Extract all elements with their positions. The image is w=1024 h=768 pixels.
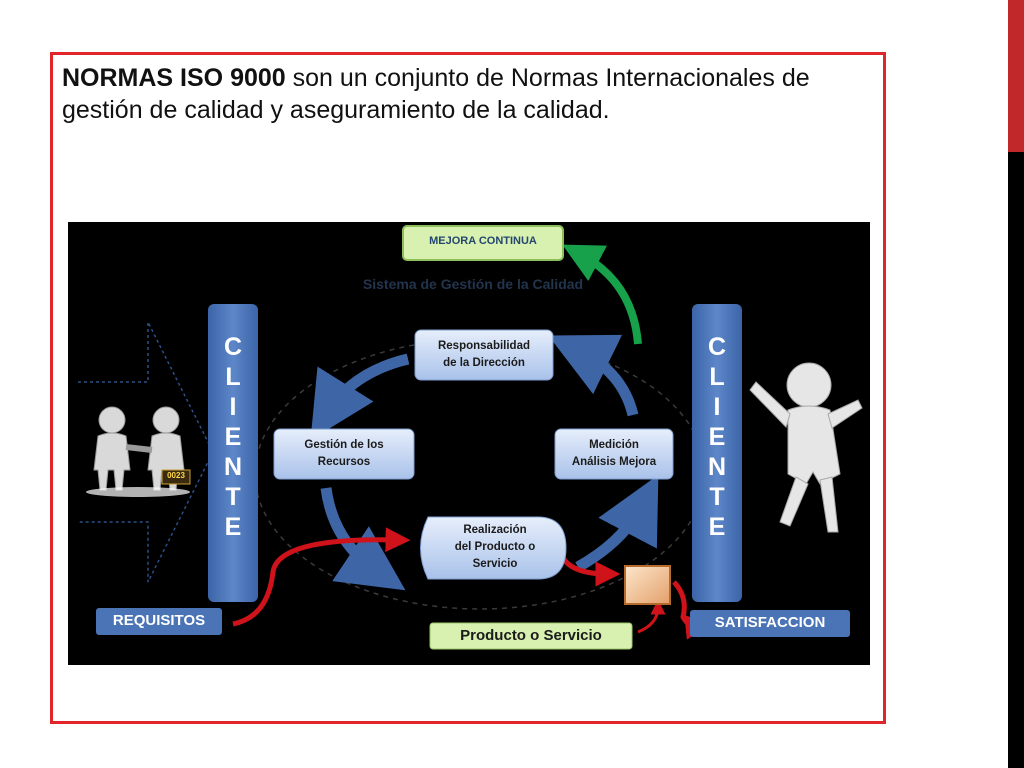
arrow-to-mejora [562,244,642,345]
credit-card-icon [161,469,191,485]
cliente-right-i: I [713,393,721,421]
realizacion-line-2: del Producto o [454,541,536,553]
arrow-requisitos-to-realizacion [232,527,411,627]
responsabilidad-line-2: de la Dirección [443,357,525,369]
cliente-right-t: T [709,483,725,511]
responsabilidad-label: Responsabilidad de la Dirección [415,338,553,372]
responsabilidad-line-1: Responsabilidad [437,340,531,352]
realizacion-box [420,516,567,580]
product-cube [624,565,671,605]
arrow-label-to-producto [637,599,666,634]
cliente-left-c: C [223,333,243,361]
cliente-right-l: L [709,363,725,391]
cliente-left-t: T [225,483,241,511]
intro-bold: NORMAS ISO 9000 [62,64,286,92]
gestion-box [273,428,415,480]
medicion-line-1: Medición [589,439,639,451]
arrow-resp-to-gestion [310,353,410,440]
credit-card-text: 0023 [167,471,185,480]
responsabilidad-box [414,329,554,381]
producto-box [429,622,633,650]
gestion-line-2: Recursos [317,456,371,468]
intro-text: NORMAS ISO 9000 son un conjunto de Norma… [62,62,882,126]
diagram-svg [78,225,863,650]
satisfaccion-box [690,610,850,637]
intro-rest: son un conjunto de Normas Internacionale… [62,64,810,124]
iso-diagram: MEJORA CONTINUA Sistema de Gestión de la… [68,222,870,665]
content-frame [50,52,886,724]
satisfaccion-label: SATISFACCION [714,614,826,631]
cliente-right-e: E [708,423,726,451]
cliente-left-i: I [229,393,237,421]
gestion-label: Gestión de los Recursos [274,437,414,471]
realizacion-line-1: Realización [463,524,527,536]
realizacion-label: Realización del Producto o Servicio [430,522,560,573]
cliente-bar-left [208,304,258,602]
realizacion-line-3: Servicio [472,558,518,570]
right-edge-accent [1008,0,1024,152]
right-edge-bar [1008,0,1024,768]
sistema-label: Sistema de Gestión de la Calidad [362,276,584,292]
medicion-line-2: Análisis Mejora [571,456,657,468]
cliente-left-l: L [225,363,241,391]
cliente-left-label: C L I E N T E [208,332,258,542]
figures-shadow [86,487,190,497]
cliente-bar-right [692,304,742,602]
input-outline-arrow [78,321,214,583]
requisitos-label: REQUISITOS [112,612,206,629]
producto-label: Producto o Servicio [460,627,602,644]
mejora-box [402,225,564,261]
jumping-figure [749,362,863,533]
cliente-left-e2: E [224,513,242,541]
requisitos-box [96,608,222,635]
gestion-line-1: Gestión de los [304,439,384,451]
cliente-right-label: C L I E N T E [692,332,742,542]
arrow-realizacion-to-medicion [575,474,659,572]
medicion-box [554,428,674,480]
cliente-right-c: C [707,333,727,361]
arrow-medicion-to-resp [548,334,639,417]
cliente-left-e: E [224,423,242,451]
mejora-label: MEJORA CONTINUA [429,235,537,247]
cliente-right-e2: E [708,513,726,541]
arrow-gestion-to-realizacion [320,487,406,591]
cliente-left-n: N [223,453,243,481]
medicion-label: Medición Análisis Mejora [555,437,673,471]
cliente-right-n: N [707,453,727,481]
